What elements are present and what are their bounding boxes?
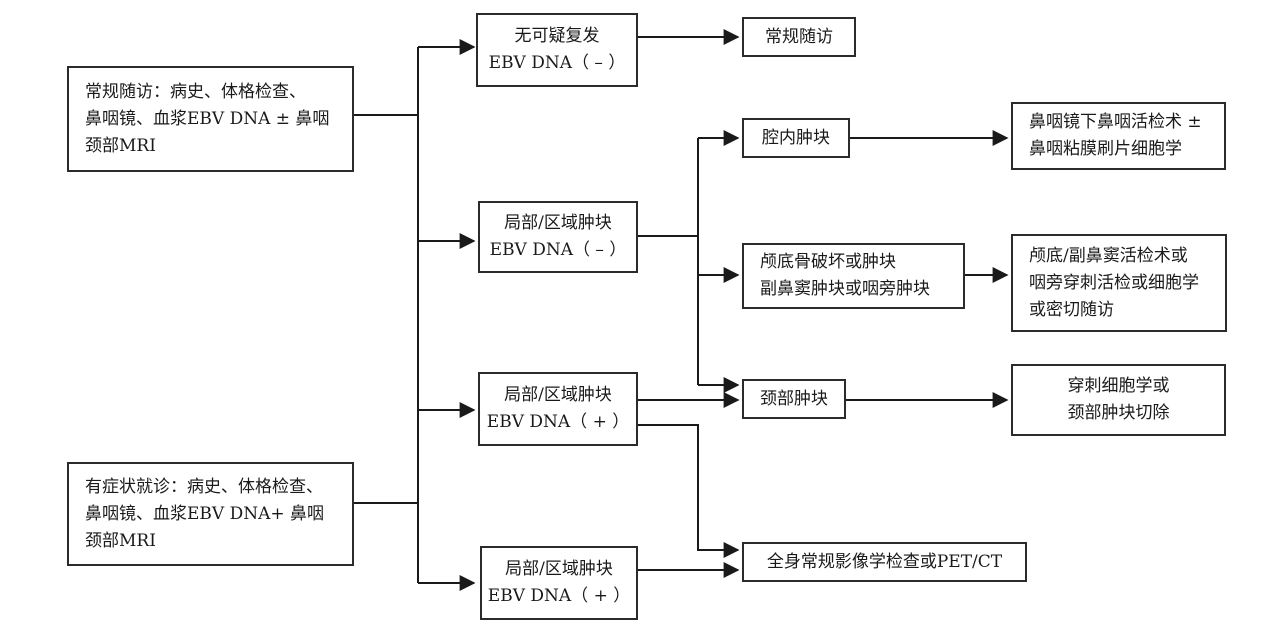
node-skull-base-mass: 颅底骨破坏或肿块 副鼻窦肿块或咽旁肿块 xyxy=(742,243,965,309)
node-text-line: 鼻咽粘膜刷片细胞学 xyxy=(1029,139,1182,159)
node-nasopharyngeal-biopsy: 鼻咽镜下鼻咽活检术 ± 鼻咽粘膜刷片细胞学 xyxy=(1011,102,1226,170)
node-local-mass-ebv-positive-1: 局部/区域肿块 EBV DNA（ + ） xyxy=(478,372,638,446)
node-text-line: 副鼻窦肿块或咽旁肿块 xyxy=(760,279,930,299)
node-text-line: 颅底/副鼻窦活检术或 xyxy=(1029,245,1188,266)
node-text-line: 局部/区域肿块 xyxy=(504,213,612,233)
node-text-line: 颈部肿块切除 xyxy=(1067,403,1170,423)
node-text-line: 穿刺细胞学或 xyxy=(1067,376,1170,396)
node-routine-followup-entry: 常规随访：病史、体格检查、 鼻咽镜、血浆EBV DNA ± 鼻咽 颈部MRI xyxy=(67,66,354,172)
node-text-line: 鼻咽镜、血浆EBV DNA ± 鼻咽 xyxy=(85,108,330,129)
node-text-line: 咽旁穿刺活检或细胞学 xyxy=(1029,272,1199,293)
node-symptomatic-entry: 有症状就诊：病史、体格检查、 鼻咽镜、血浆EBV DNA+ 鼻咽 颈部MRI xyxy=(67,462,354,566)
node-text-line: 颈部肿块 xyxy=(760,388,828,409)
node-text-line: 颅底骨破坏或肿块 xyxy=(760,252,896,272)
node-whole-body-imaging: 全身常规影像学检查或PET/CT xyxy=(742,542,1027,582)
node-text-line: EBV DNA（ + ） xyxy=(487,586,631,606)
node-skull-base-biopsy: 颅底/副鼻窦活检术或 咽旁穿刺活检或细胞学 或密切随访 xyxy=(1011,234,1227,332)
node-text-line: 常规随访：病史、体格检查、 xyxy=(85,81,306,102)
node-local-mass-ebv-negative: 局部/区域肿块 EBV DNA（ – ） xyxy=(478,201,638,273)
node-text-line: 颈部MRI xyxy=(85,530,156,551)
node-routine-followup: 常规随访 xyxy=(742,17,856,57)
node-text-line: 无可疑复发 xyxy=(514,26,600,46)
node-neck-mass: 颈部肿块 xyxy=(742,379,846,419)
node-text-line: 鼻咽镜下鼻咽活检术 ± xyxy=(1029,112,1202,132)
node-puncture-cytology: 穿刺细胞学或 颈部肿块切除 xyxy=(1011,364,1226,436)
node-text-line: 全身常规影像学检查或PET/CT xyxy=(766,551,1003,572)
node-text-line: 局部/区域肿块 xyxy=(505,559,613,579)
node-text-line: 常规随访 xyxy=(765,26,833,47)
arrow-to-whole-body-a xyxy=(638,424,740,558)
node-local-mass-ebv-positive-2: 局部/区域肿块 EBV DNA（ + ） xyxy=(480,546,638,620)
node-text-line: 腔内肿块 xyxy=(762,127,830,148)
node-text-line: 有症状就诊：病史、体格检查、 xyxy=(85,476,323,497)
node-text-line: EBV DNA（ – ） xyxy=(488,53,626,73)
node-text-line: EBV DNA（ + ） xyxy=(486,412,630,432)
node-text-line: 颈部MRI xyxy=(85,135,156,156)
node-no-recurrence: 无可疑复发 EBV DNA（ – ） xyxy=(476,13,638,87)
node-text-line: 局部/区域肿块 xyxy=(504,385,612,405)
node-text-line: EBV DNA（ – ） xyxy=(489,240,627,260)
node-cavity-mass: 腔内肿块 xyxy=(742,118,850,158)
node-text-line: 或密切随访 xyxy=(1029,299,1114,320)
node-text-line: 鼻咽镜、血浆EBV DNA+ 鼻咽 xyxy=(85,503,325,524)
